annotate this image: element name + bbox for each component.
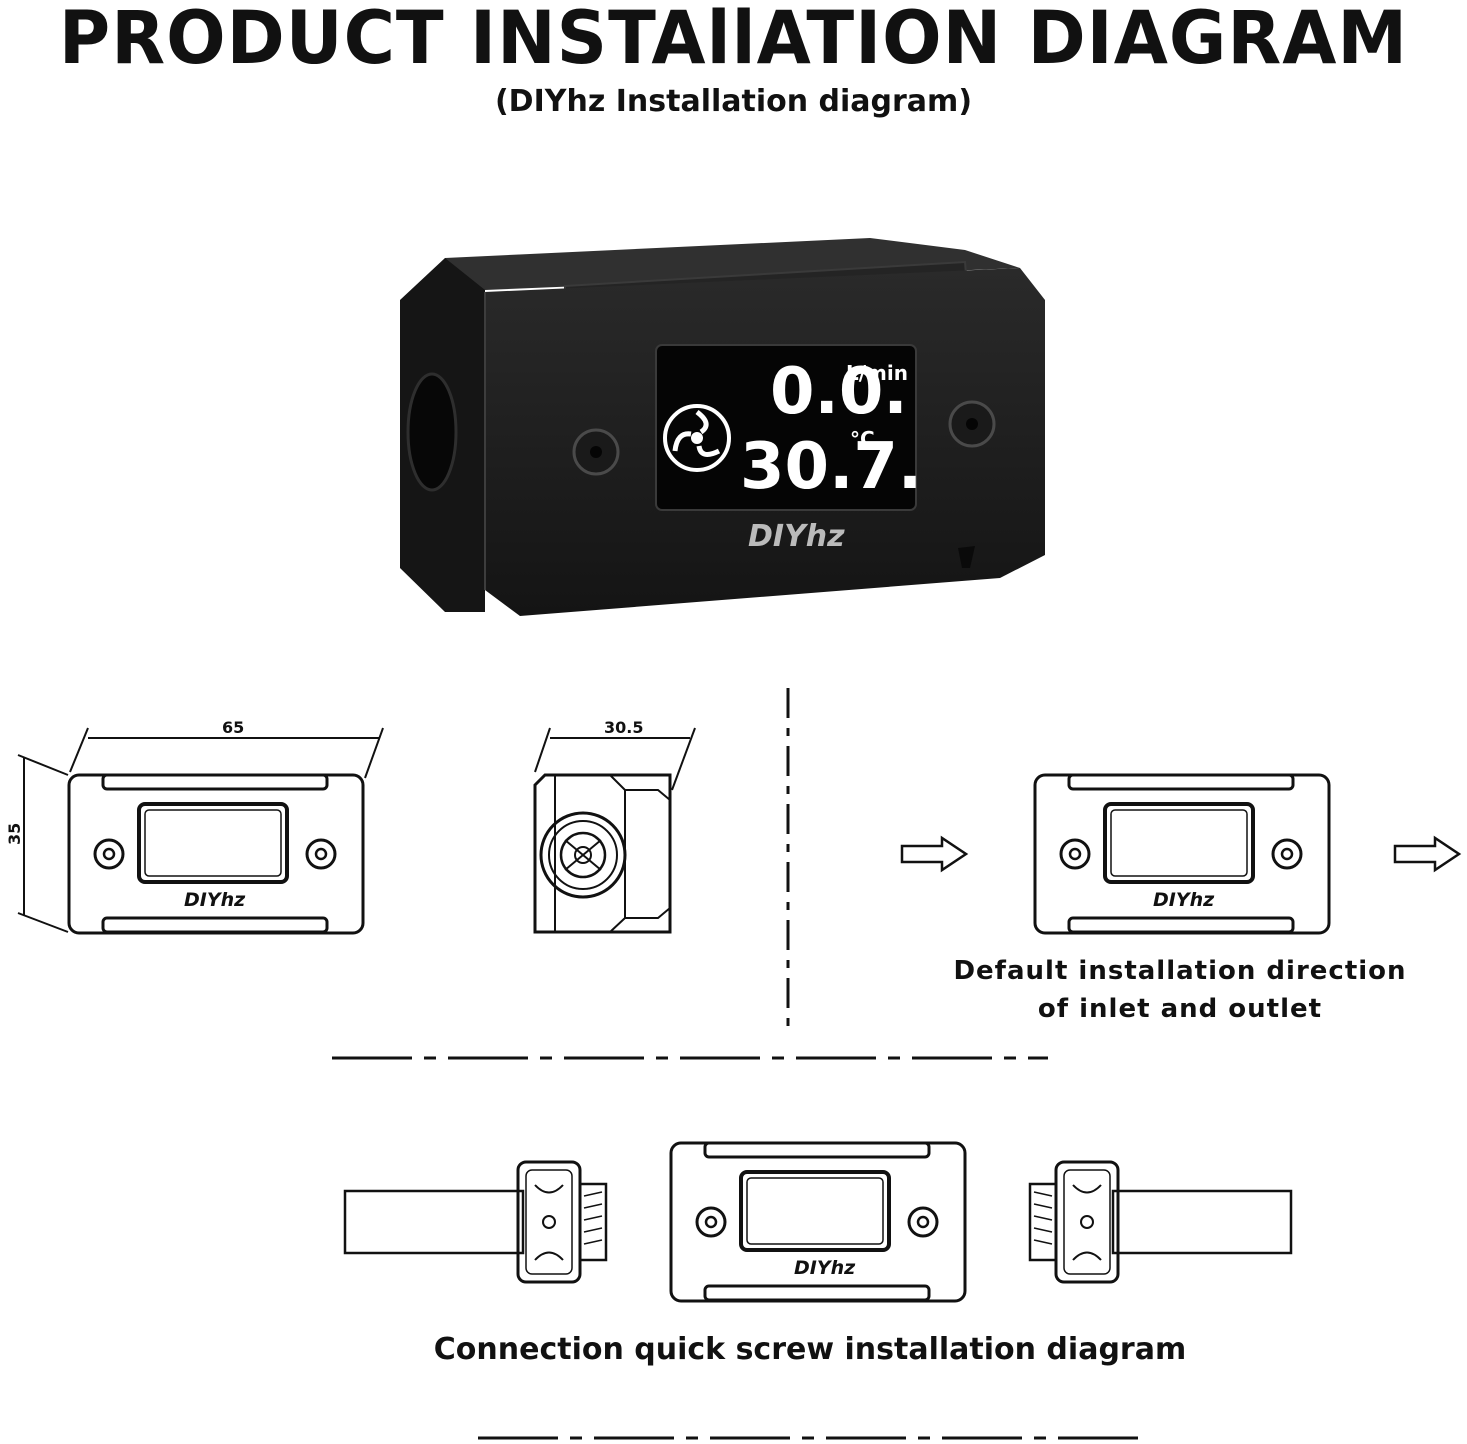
default-direction-caption-line1: Default installation direction bbox=[953, 956, 1407, 986]
connection-view-brand: DIYhz bbox=[794, 1257, 856, 1279]
inlet-port bbox=[406, 372, 458, 492]
connection-drawing bbox=[343, 1141, 1293, 1303]
product-photo: 0.0. L/min 30.7. °C DIYhz bbox=[400, 238, 1045, 616]
flow-reading: 0.0. bbox=[770, 355, 908, 429]
inlet-arrow-icon bbox=[900, 835, 969, 873]
fan-icon bbox=[663, 404, 731, 472]
flow-unit: L/min bbox=[846, 361, 908, 385]
width-dimension-label: 65 bbox=[222, 718, 244, 737]
direction-view-brand: DIYhz bbox=[1153, 889, 1215, 911]
height-dimension-label: 35 bbox=[5, 823, 24, 845]
side-view-drawing bbox=[533, 727, 696, 934]
temperature-reading: 30.7. bbox=[740, 430, 922, 504]
right-screw-icon bbox=[948, 400, 996, 448]
default-direction-caption: Default installation direction of inlet … bbox=[930, 952, 1430, 1028]
left-screw-icon bbox=[572, 428, 620, 476]
direction-drawing bbox=[1033, 773, 1331, 935]
front-view-brand: DIYhz bbox=[184, 889, 246, 911]
product-brand-logo: DIYhz bbox=[748, 519, 845, 554]
page-title: PRODUCT INSTAllATION DIAGRAM bbox=[58, 0, 1409, 82]
front-view-drawing bbox=[17, 727, 384, 935]
default-direction-caption-line2: of inlet and outlet bbox=[1037, 994, 1323, 1024]
connection-caption: Connection quick screw installation diag… bbox=[433, 1332, 1187, 1367]
temperature-unit: °C bbox=[850, 427, 875, 451]
product-top-face bbox=[445, 238, 1020, 290]
outlet-arrow-icon bbox=[1393, 835, 1462, 873]
page-subtitle: (DIYhz Installation diagram) bbox=[494, 84, 973, 119]
depth-dimension-label: 30.5 bbox=[604, 718, 643, 737]
lcd-screen bbox=[655, 344, 917, 511]
